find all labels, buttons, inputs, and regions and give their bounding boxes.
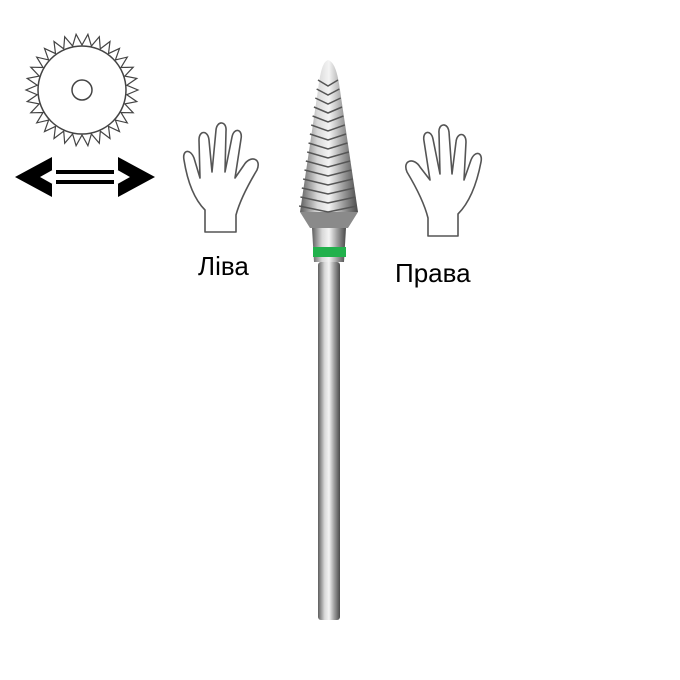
bur-flute xyxy=(312,115,344,123)
saw-blade-icon xyxy=(24,32,140,148)
bur-flute xyxy=(316,88,340,96)
bur-flute xyxy=(301,187,355,195)
bur-flute xyxy=(310,124,346,132)
left-rotation-label: Ліва xyxy=(198,251,249,281)
carbide-bur-image xyxy=(298,60,358,620)
bur-flute xyxy=(300,196,356,204)
bur-flute xyxy=(302,178,354,186)
bur-flute xyxy=(298,205,358,213)
left-hand-icon xyxy=(182,122,259,233)
right-rotation-label: Права xyxy=(395,258,471,288)
double-arrow-icon xyxy=(15,157,155,197)
bur-flute xyxy=(313,106,343,114)
bur-flute xyxy=(305,160,351,168)
bur-flute xyxy=(306,151,350,159)
bur-flute xyxy=(317,79,339,87)
bur-flute xyxy=(304,169,352,177)
bur-flute xyxy=(314,97,342,105)
right-hand-icon xyxy=(405,124,483,237)
saw-ring xyxy=(71,79,93,101)
bur-flute xyxy=(309,133,347,141)
bur-flute xyxy=(308,142,348,150)
